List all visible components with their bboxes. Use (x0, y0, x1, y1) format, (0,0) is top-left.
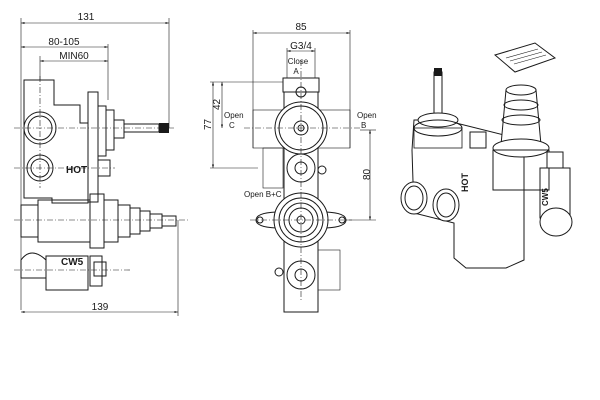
label-hot: HOT (66, 165, 87, 176)
label-port-a: A (293, 67, 299, 76)
dim-g34: G3/4 (290, 41, 312, 52)
dim-min60: MIN60 (59, 51, 89, 62)
iso-label-hot: HOT (460, 173, 470, 193)
instruction-tag (493, 42, 557, 73)
dim-80: 80 (362, 168, 373, 180)
dim-80-105: 80-105 (48, 37, 80, 48)
front-view: 85 G3/4 Close A 42 77 Open C Open B 80 O… (203, 22, 377, 313)
dim-131: 131 (78, 12, 95, 23)
label-port-b: B (361, 121, 366, 130)
isometric-view: HOT CW5 (400, 42, 573, 269)
dim-42: 42 (212, 98, 223, 110)
label-open-b: Open (357, 111, 377, 120)
label-port-c: C (229, 121, 235, 130)
label-close: Close (288, 57, 309, 66)
label-cw5: CW5 (61, 257, 84, 268)
dim-139: 139 (92, 302, 109, 313)
dim-77: 77 (203, 118, 214, 130)
iso-label-cw5: CW5 (541, 188, 550, 206)
label-open-b-c: Open B+C (244, 190, 282, 199)
dim-85: 85 (295, 22, 307, 33)
spindle-tip (159, 123, 169, 133)
label-open-c: Open (224, 111, 244, 120)
spindle (433, 71, 443, 115)
side-view: 131 80-105 MIN60 139 HOT CW5 (14, 12, 188, 316)
